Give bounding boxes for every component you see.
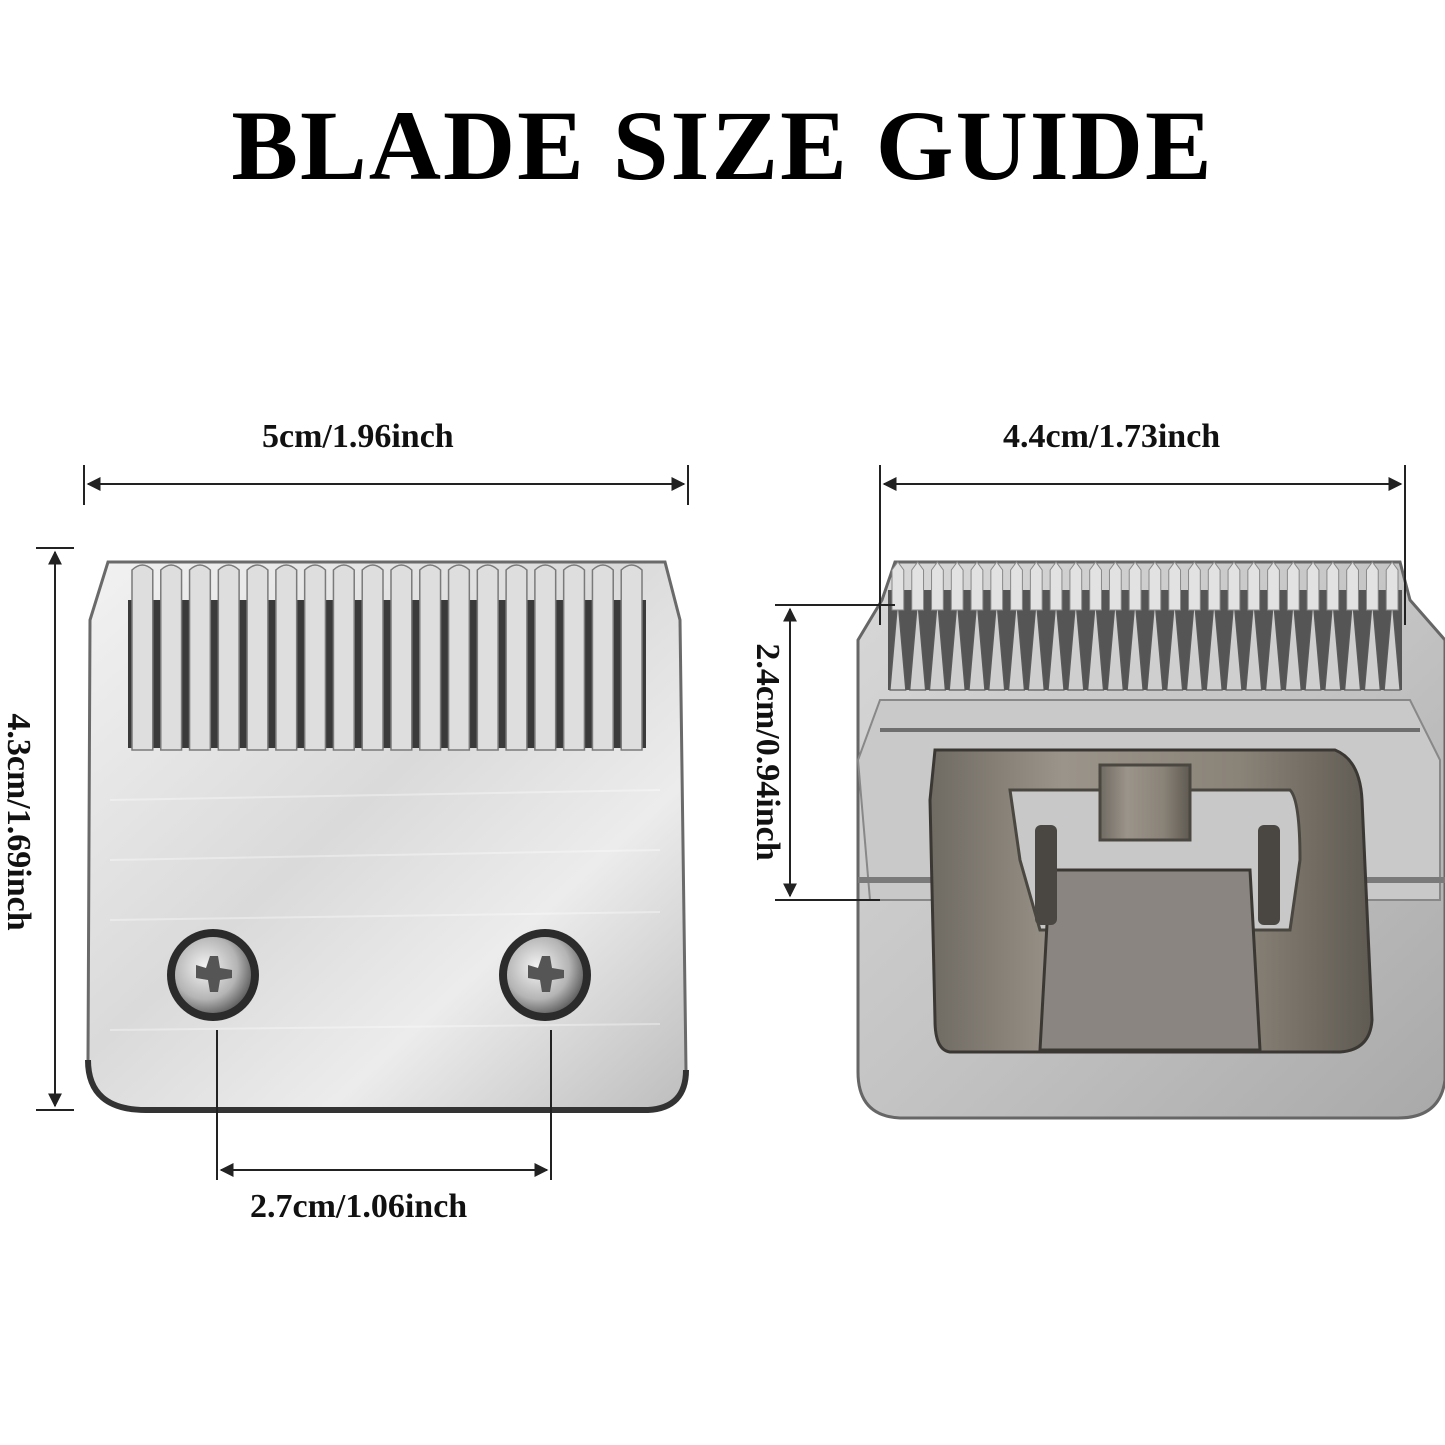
blade-tooth — [1344, 599, 1362, 691]
blade-tooth — [303, 564, 327, 751]
screw-icon — [499, 929, 591, 1021]
blade-tooth — [188, 564, 212, 751]
blade-tooth — [988, 599, 1006, 691]
blade-tooth — [1027, 599, 1045, 691]
blade-tooth — [1383, 599, 1401, 691]
blade-tooth — [505, 564, 528, 751]
blade-tooth — [419, 564, 442, 751]
blade-tooth-top — [1365, 561, 1379, 611]
blade-tooth — [1264, 599, 1283, 691]
blade-tooth-top — [1346, 561, 1359, 611]
front-blade-brush — [109, 789, 661, 1031]
blade-tooth — [909, 599, 927, 691]
blade-tooth — [591, 564, 614, 751]
front-width-dimension — [83, 465, 689, 505]
blade-tooth-top — [1069, 561, 1083, 611]
blade-tooth — [275, 564, 298, 751]
blade-tooth — [534, 564, 557, 751]
back-blade — [856, 560, 1445, 1120]
blade-tooth-top — [1286, 561, 1300, 611]
front-blade — [85, 560, 689, 1113]
blade-tooth — [1225, 599, 1243, 691]
blade-tooth-top — [1267, 561, 1280, 611]
blade-tooth-top — [970, 561, 984, 611]
blade-tooth — [1087, 599, 1105, 691]
blade-tooth — [1067, 599, 1085, 691]
blade-tooth — [332, 564, 355, 751]
blade-tooth-top — [1326, 561, 1340, 611]
blade-tooth — [620, 564, 643, 751]
front-height-label: 4.3cm/1.69inch — [0, 713, 37, 931]
blade-tooth — [1324, 599, 1342, 691]
blade-tooth — [1126, 599, 1144, 691]
blade-tooth-top — [950, 561, 964, 611]
blade-tooth — [928, 599, 946, 691]
blade-tooth — [1166, 599, 1184, 691]
screw-spacing-dimension — [216, 1030, 552, 1180]
screw-spacing-label: 2.7cm/1.06inch — [250, 1188, 468, 1225]
blade-tooth-top — [1306, 561, 1320, 611]
blade-tooth-top — [1049, 561, 1063, 611]
back-blade-clip — [928, 748, 1374, 1054]
blade-tooth-top — [990, 561, 1004, 611]
back-blade-tooth-area — [888, 590, 1402, 690]
blade-tooth-top — [1148, 561, 1162, 611]
blade-tooth-top — [911, 561, 925, 611]
blade-tooth-top — [1089, 561, 1102, 611]
front-width-label: 5cm/1.96inch — [262, 418, 454, 455]
blade-tooth-top — [1128, 561, 1142, 611]
back-width-label: 4.4cm/1.73inch — [1003, 418, 1221, 455]
blade-tooth-top — [891, 561, 905, 611]
blade-tooth — [1146, 599, 1164, 691]
blade-tooth — [1205, 599, 1223, 691]
back-width-dimension — [879, 465, 1406, 625]
screw-icon — [167, 929, 259, 1021]
blade-tooth-top — [1385, 561, 1399, 611]
front-blade-teeth — [131, 564, 643, 751]
blade-tooth — [160, 564, 183, 751]
blade-tooth — [968, 599, 986, 691]
blade-tooth — [889, 599, 907, 691]
blade-tooth — [1007, 599, 1026, 691]
blade-tooth — [1047, 599, 1065, 691]
blade-tooth-top — [1227, 561, 1241, 611]
blade-tooth — [361, 564, 384, 751]
blade-tooth — [447, 564, 471, 751]
blade-tooth — [131, 564, 154, 751]
blade-tooth-top — [1029, 561, 1043, 611]
blade-tooth — [246, 564, 269, 751]
blade-tooth-top — [1247, 561, 1261, 611]
blade-tooth — [562, 564, 586, 751]
blade-tooth — [1106, 599, 1124, 691]
blade-tooth-top — [1207, 561, 1221, 611]
blade-tooth-top — [931, 561, 944, 611]
page-title: BLADE SIZE GUIDE — [231, 90, 1214, 201]
blade-tooth — [476, 564, 499, 751]
blade-tooth — [1284, 599, 1302, 691]
back-teeth-height-label: 2.4cm/0.94inch — [749, 643, 786, 861]
blade-tooth — [1304, 599, 1322, 691]
back-blade-teeth — [889, 561, 1401, 691]
blade-tooth — [1363, 599, 1381, 691]
blade-tooth-top — [1188, 561, 1201, 611]
blade-tooth — [1245, 599, 1263, 691]
blade-tooth — [217, 564, 240, 751]
blade-tooth-top — [1168, 561, 1182, 611]
blade-tooth-top — [1108, 561, 1122, 611]
front-blade-edge — [85, 1059, 689, 1113]
blade-tooth — [390, 564, 413, 751]
back-teeth-height-dimension — [775, 604, 895, 901]
blade-tooth-top — [1010, 561, 1023, 611]
blade-tooth — [948, 599, 966, 691]
front-height-dimension — [36, 547, 74, 1111]
blade-tooth — [1185, 599, 1203, 691]
